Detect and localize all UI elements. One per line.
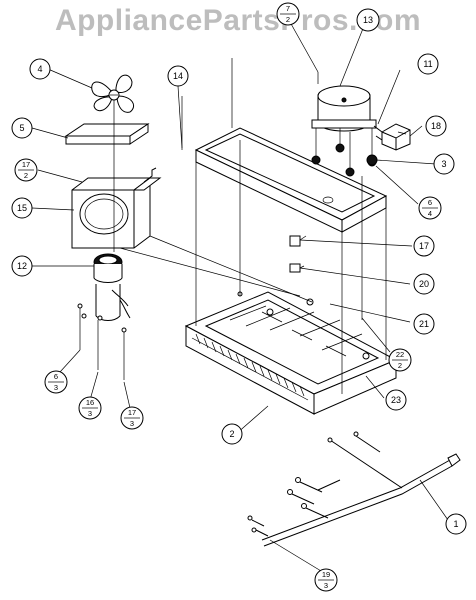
callout-16-3-top: 16	[86, 398, 94, 407]
callout-6-3-top: 6	[54, 372, 58, 381]
callout-12-label: 12	[17, 261, 27, 271]
callout-23-label: 23	[391, 395, 401, 405]
callout-12: 12	[11, 255, 33, 277]
callout-17-3-bottom: 3	[130, 419, 134, 428]
callout-15-label: 15	[17, 203, 27, 213]
callout-19-3: 19 3	[314, 568, 338, 592]
callout-17: 17	[413, 235, 435, 257]
callout-5-label: 5	[19, 123, 24, 133]
relay-cover[interactable]	[366, 154, 378, 166]
fan-shroud[interactable]	[71, 167, 162, 249]
compressor-tray[interactable]	[194, 127, 388, 233]
base-pan[interactable]	[184, 291, 398, 415]
callout-17-label: 17	[419, 241, 429, 251]
callout-1: 1	[445, 513, 467, 535]
callout-6-4-bottom: 4	[428, 209, 432, 218]
callout-6-4-top: 6	[428, 198, 432, 207]
callout-22-2-top: 22	[396, 350, 404, 359]
callout-6-3: 6 3	[44, 370, 68, 394]
callout-7-2-top: 7	[286, 4, 290, 13]
callout-21: 21	[413, 313, 435, 335]
callout-7-2: 7 2	[276, 2, 300, 26]
callout-3-label: 3	[441, 159, 446, 169]
callout-22-2: 22 2	[388, 348, 412, 372]
callout-13-label: 13	[363, 15, 373, 25]
callout-14: 14	[167, 65, 189, 87]
callout-18: 18	[425, 115, 447, 137]
callout-19-3-top: 19	[322, 570, 330, 579]
callout-2: 2	[221, 423, 243, 445]
assembly-lines	[113, 58, 387, 394]
callout-17-2-bottom: 2	[24, 171, 28, 180]
fan-motor[interactable]	[93, 253, 131, 321]
fan-shroud-bracket[interactable]	[64, 123, 150, 145]
callout-16-3: 16 3	[78, 396, 102, 420]
callout-23: 23	[385, 389, 407, 411]
callout-17-2: 17 2	[14, 158, 38, 182]
callout-11: 11	[417, 53, 439, 75]
callout-7-2-bottom: 2	[286, 15, 290, 24]
callout-11-label: 11	[423, 59, 432, 69]
callout-14-label: 14	[173, 71, 183, 81]
callout-20-label: 20	[419, 279, 429, 289]
fan-blade[interactable]	[91, 74, 134, 113]
leader-lines	[31, 21, 449, 575]
callout-17-3: 17 3	[120, 406, 144, 430]
callout-4-label: 4	[37, 64, 42, 74]
callout-6-3-bottom: 3	[54, 383, 58, 392]
callout-21-label: 21	[419, 319, 429, 329]
callout-20: 20	[413, 273, 435, 295]
callout-19-3-bottom: 3	[324, 581, 328, 590]
callout-22-2-bottom: 2	[398, 361, 402, 370]
base-pan-louvers	[191, 333, 309, 401]
overload-relay[interactable]	[373, 123, 411, 151]
callout-17-2-top: 17	[22, 160, 30, 169]
compressor[interactable]	[311, 72, 377, 177]
callout-4: 4	[29, 58, 51, 80]
callout-18-label: 18	[431, 121, 441, 131]
callout-16-3-bottom: 3	[88, 409, 92, 418]
callout-6-4: 6 4	[418, 196, 442, 220]
motor-screws	[77, 303, 127, 380]
callout-15: 15	[11, 197, 33, 219]
callout-3: 3	[433, 153, 455, 175]
callout-5: 5	[11, 117, 33, 139]
wire-harness[interactable]	[247, 431, 461, 547]
callout-1-label: 1	[453, 519, 458, 529]
start-capacitor[interactable]	[289, 235, 307, 273]
callout-13: 13	[356, 8, 380, 32]
callout-2-label: 2	[229, 429, 234, 439]
callout-17-3-top: 17	[128, 408, 136, 417]
